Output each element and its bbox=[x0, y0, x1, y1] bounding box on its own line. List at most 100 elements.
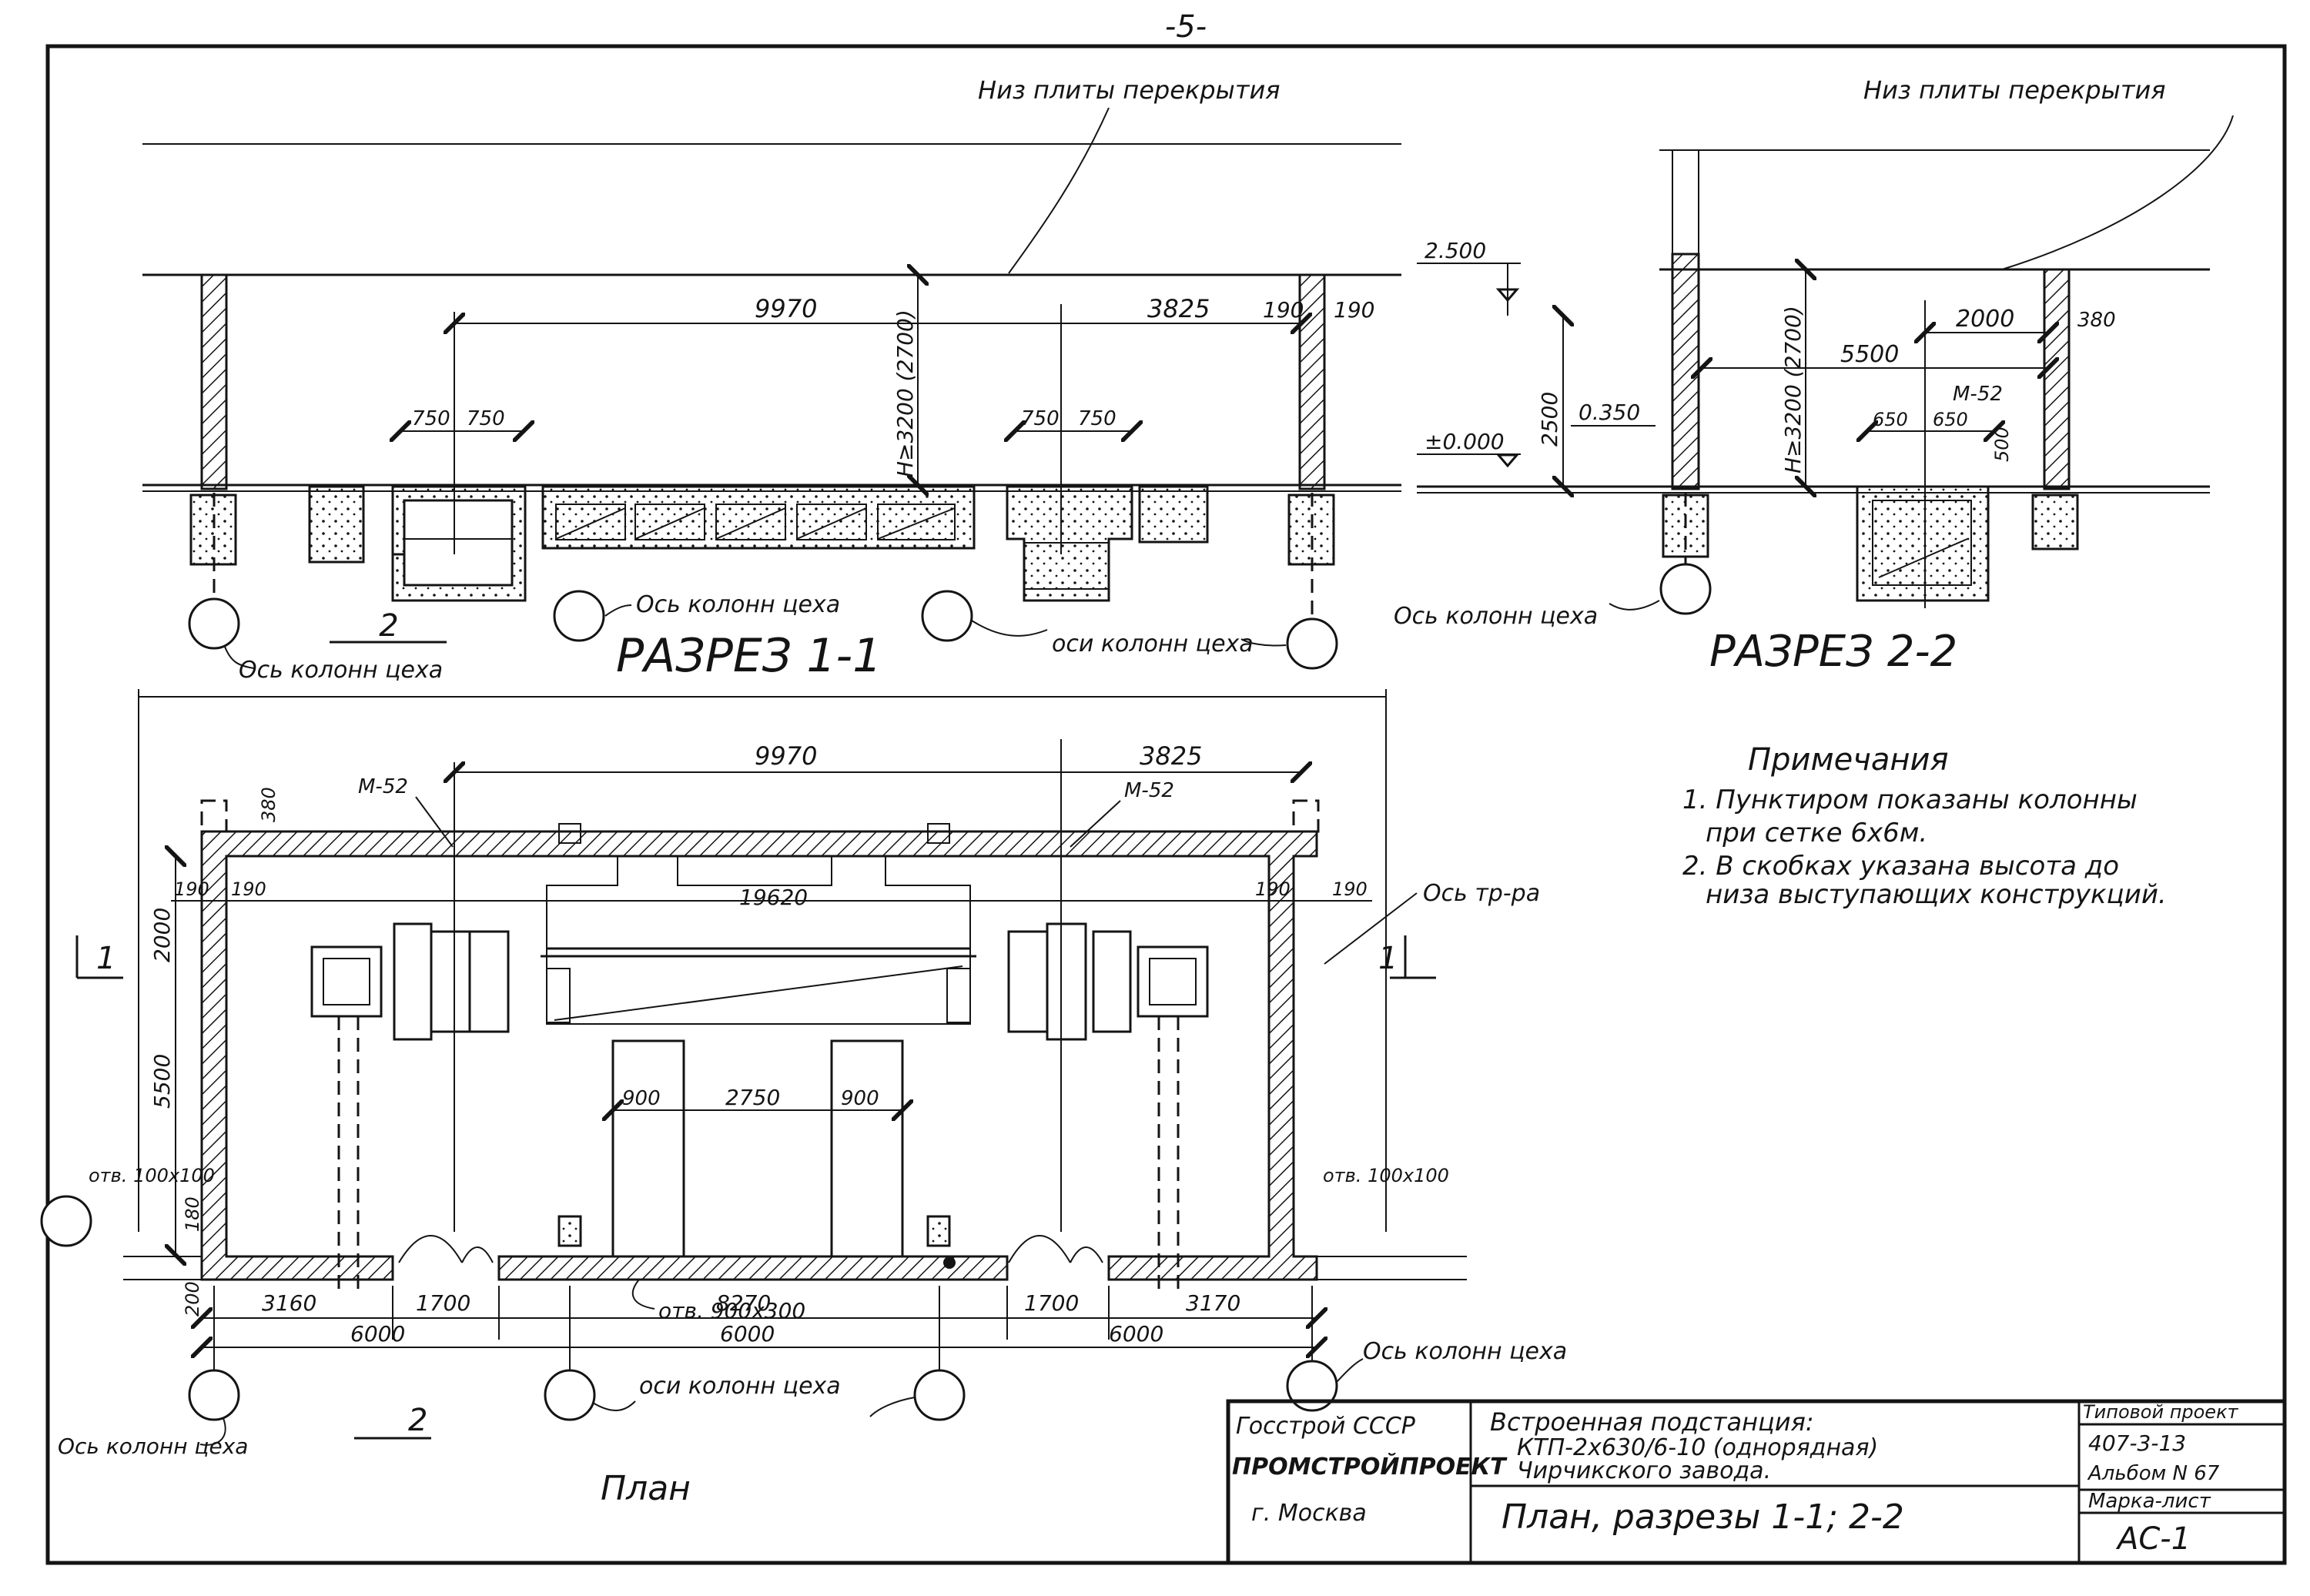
plan-axis-tr: Ось тр-ра bbox=[1423, 880, 1540, 907]
sheet-frame bbox=[45, 44, 2287, 1565]
plan-dim-190-b: 190 bbox=[231, 878, 266, 900]
tb-sheet-title: План, разрезы 1-1; 2-2 bbox=[1502, 1497, 1904, 1537]
plan-dim-6000-a: 6000 bbox=[350, 1321, 405, 1347]
plan-dim-190-a: 190 bbox=[174, 878, 209, 900]
tb-org-3: г. Москва bbox=[1251, 1500, 1367, 1527]
s1-trench-main bbox=[541, 485, 976, 550]
tb-org-1: Госстрой СССР bbox=[1236, 1413, 1416, 1440]
s1-dim-750-d: 750 bbox=[1078, 407, 1116, 430]
tb-mark-label: Марка-лист bbox=[2088, 1490, 2211, 1513]
plan-opening-right: отв. 100х100 bbox=[1323, 1165, 1449, 1186]
tb-type-label: Типовой проект bbox=[2083, 1401, 2239, 1423]
s1-dim-750-a: 750 bbox=[412, 407, 450, 430]
s2-level-step: 0.350 bbox=[1578, 400, 1640, 425]
plan-dim-3160: 3160 bbox=[262, 1290, 316, 1316]
s1-cut-mark: 2 bbox=[379, 608, 398, 644]
title-block: Госстрой СССР ПРОМСТРОЙПРОЕКТ г. Москва … bbox=[1226, 1399, 2287, 1565]
s1-axis-label-mid: Ось колонн цеха bbox=[636, 591, 840, 618]
s2-axis-label: Ось колонн цеха bbox=[1394, 603, 1598, 630]
plan-dim-6000-c: 6000 bbox=[1109, 1321, 1163, 1347]
section-1-1: Низ плиты перекрытия bbox=[142, 75, 1401, 684]
plan-dim-2000: 2000 bbox=[149, 908, 175, 962]
plan-mark-m52-left: М-52 bbox=[358, 775, 408, 798]
notes-line-2: при сетке 6х6м. bbox=[1706, 818, 1927, 848]
tb-project-2: КТП-2х630/6-10 (однорядная) bbox=[1517, 1434, 1878, 1461]
plan-dim-900-b: 900 bbox=[841, 1087, 879, 1110]
plan-dim-1700-b: 1700 bbox=[1024, 1290, 1079, 1316]
s2-dim-650-b: 650 bbox=[1933, 409, 1968, 430]
notes-line-1: 1. Пунктиром показаны колонны bbox=[1682, 785, 2138, 815]
s2-level-top: 2.500 bbox=[1424, 238, 1486, 263]
s2-trench bbox=[1856, 485, 1990, 602]
notes-line-3: 2. В скобках указана высота до bbox=[1682, 851, 2119, 882]
plan-trench bbox=[546, 855, 971, 1025]
s2-dim-2500: 2500 bbox=[1537, 392, 1562, 447]
plan-dim-9970: 9970 bbox=[755, 741, 817, 771]
plan-cut-left: 1 bbox=[96, 941, 116, 976]
plan-axis-label-right: Ось колонн цеха bbox=[1363, 1338, 1567, 1365]
s1-slab-label: Низ плиты перекрытия bbox=[978, 75, 1281, 105]
tb-project-1: Встроенная подстанция: bbox=[1490, 1407, 1814, 1437]
s1-dim-750-b: 750 bbox=[467, 407, 505, 430]
section-2-2: Низ плиты перекрытия 2.500 ±0.000 0.350 … bbox=[1394, 75, 2234, 677]
notes: Примечания 1. Пунктиром показаны колонны… bbox=[1682, 742, 2167, 910]
plan-dim-8270: 8270 bbox=[716, 1290, 771, 1316]
s2-dim-2000: 2000 bbox=[1956, 306, 2014, 333]
plan-axis-label-mid: оси колонн цеха bbox=[639, 1373, 841, 1400]
s1-dim-main: 9970 bbox=[755, 294, 817, 323]
s1-axis-label-right: оси колонн цеха bbox=[1052, 631, 1254, 657]
s1-column-left bbox=[200, 273, 228, 490]
s1-title: РАЗРЕЗ 1-1 bbox=[616, 629, 882, 683]
plan-cut-right: 1 bbox=[1378, 941, 1398, 976]
s2-height-label: H≥3200 (2700) bbox=[1780, 306, 1806, 473]
s2-slab-label: Низ плиты перекрытия bbox=[1863, 75, 2166, 105]
plan-dim-380: 380 bbox=[258, 787, 280, 822]
tb-mark-value: АС-1 bbox=[2115, 1521, 2191, 1557]
s2-dim-5500: 5500 bbox=[1840, 341, 1899, 368]
plan-dim-3170: 3170 bbox=[1186, 1290, 1240, 1316]
s1-dim-750-c: 750 bbox=[1021, 407, 1060, 430]
plan-cut-mark: 2 bbox=[408, 1403, 427, 1438]
plan-opening-left: отв. 100х100 bbox=[89, 1165, 215, 1186]
plan-dim-200: 200 bbox=[182, 1281, 203, 1317]
s2-column-left bbox=[1671, 253, 1700, 490]
plan-dim-5500: 5500 bbox=[149, 1054, 175, 1109]
plan-dim-1700-a: 1700 bbox=[416, 1290, 470, 1316]
plan-dim-180: 180 bbox=[182, 1196, 203, 1232]
s2-dim-650-a: 650 bbox=[1873, 409, 1908, 430]
s1-height-label: H≥3200 (2700) bbox=[892, 309, 918, 477]
s1-dim-col-b: 190 bbox=[1334, 297, 1374, 323]
plan-wall-top bbox=[200, 830, 1318, 1281]
s2-column-right bbox=[2043, 268, 2071, 490]
plan-title: План bbox=[601, 1469, 691, 1508]
s1-dim-col-a: 190 bbox=[1263, 297, 1304, 323]
tb-project-3: Чирчикского завода. bbox=[1517, 1457, 1771, 1484]
s1-axis-label-left: Ось колонн цеха bbox=[239, 657, 443, 684]
plan-dim-19620: 19620 bbox=[739, 885, 808, 910]
plan-dim-2750: 2750 bbox=[725, 1085, 780, 1110]
tb-type-code: 407-3-13 bbox=[2088, 1430, 2186, 1456]
plan-axis-label-left: Ось колонн цеха bbox=[58, 1434, 248, 1459]
tb-org-2: ПРОМСТРОЙПРОЕКТ bbox=[1232, 1453, 1508, 1481]
plan-mark-m52-right: М-52 bbox=[1124, 779, 1174, 802]
plan-dim-190-d: 190 bbox=[1332, 878, 1368, 900]
s1-trench-left bbox=[308, 485, 365, 564]
plan-wall-bottom-mid bbox=[497, 1255, 1009, 1281]
s2-dim-380: 380 bbox=[2077, 309, 2116, 332]
notes-heading: Примечания bbox=[1748, 742, 1949, 778]
plan-dim-6000-b: 6000 bbox=[720, 1321, 775, 1347]
s2-title: РАЗРЕЗ 2-2 bbox=[1709, 627, 1957, 677]
s2-mark-m52: М-52 bbox=[1953, 383, 2003, 406]
tb-album: Альбом N 67 bbox=[2087, 1462, 2220, 1485]
s2-dim-500: 500 bbox=[1991, 427, 2013, 462]
s1-column-right bbox=[1298, 273, 1326, 490]
plan-dim-190-c: 190 bbox=[1255, 878, 1291, 900]
s1-dim-right: 3825 bbox=[1147, 294, 1210, 323]
plan-dim-3825: 3825 bbox=[1140, 741, 1202, 771]
s2-level-zero: ±0.000 bbox=[1424, 429, 1505, 454]
plan-view: 9970 3825 380 М-52 М-52 190 190 190 190 … bbox=[40, 689, 1567, 1508]
page-number: -5- bbox=[1165, 9, 1207, 45]
notes-line-4: низа выступающих конструкций. bbox=[1706, 879, 2167, 910]
plan-dim-900-a: 900 bbox=[622, 1087, 661, 1110]
